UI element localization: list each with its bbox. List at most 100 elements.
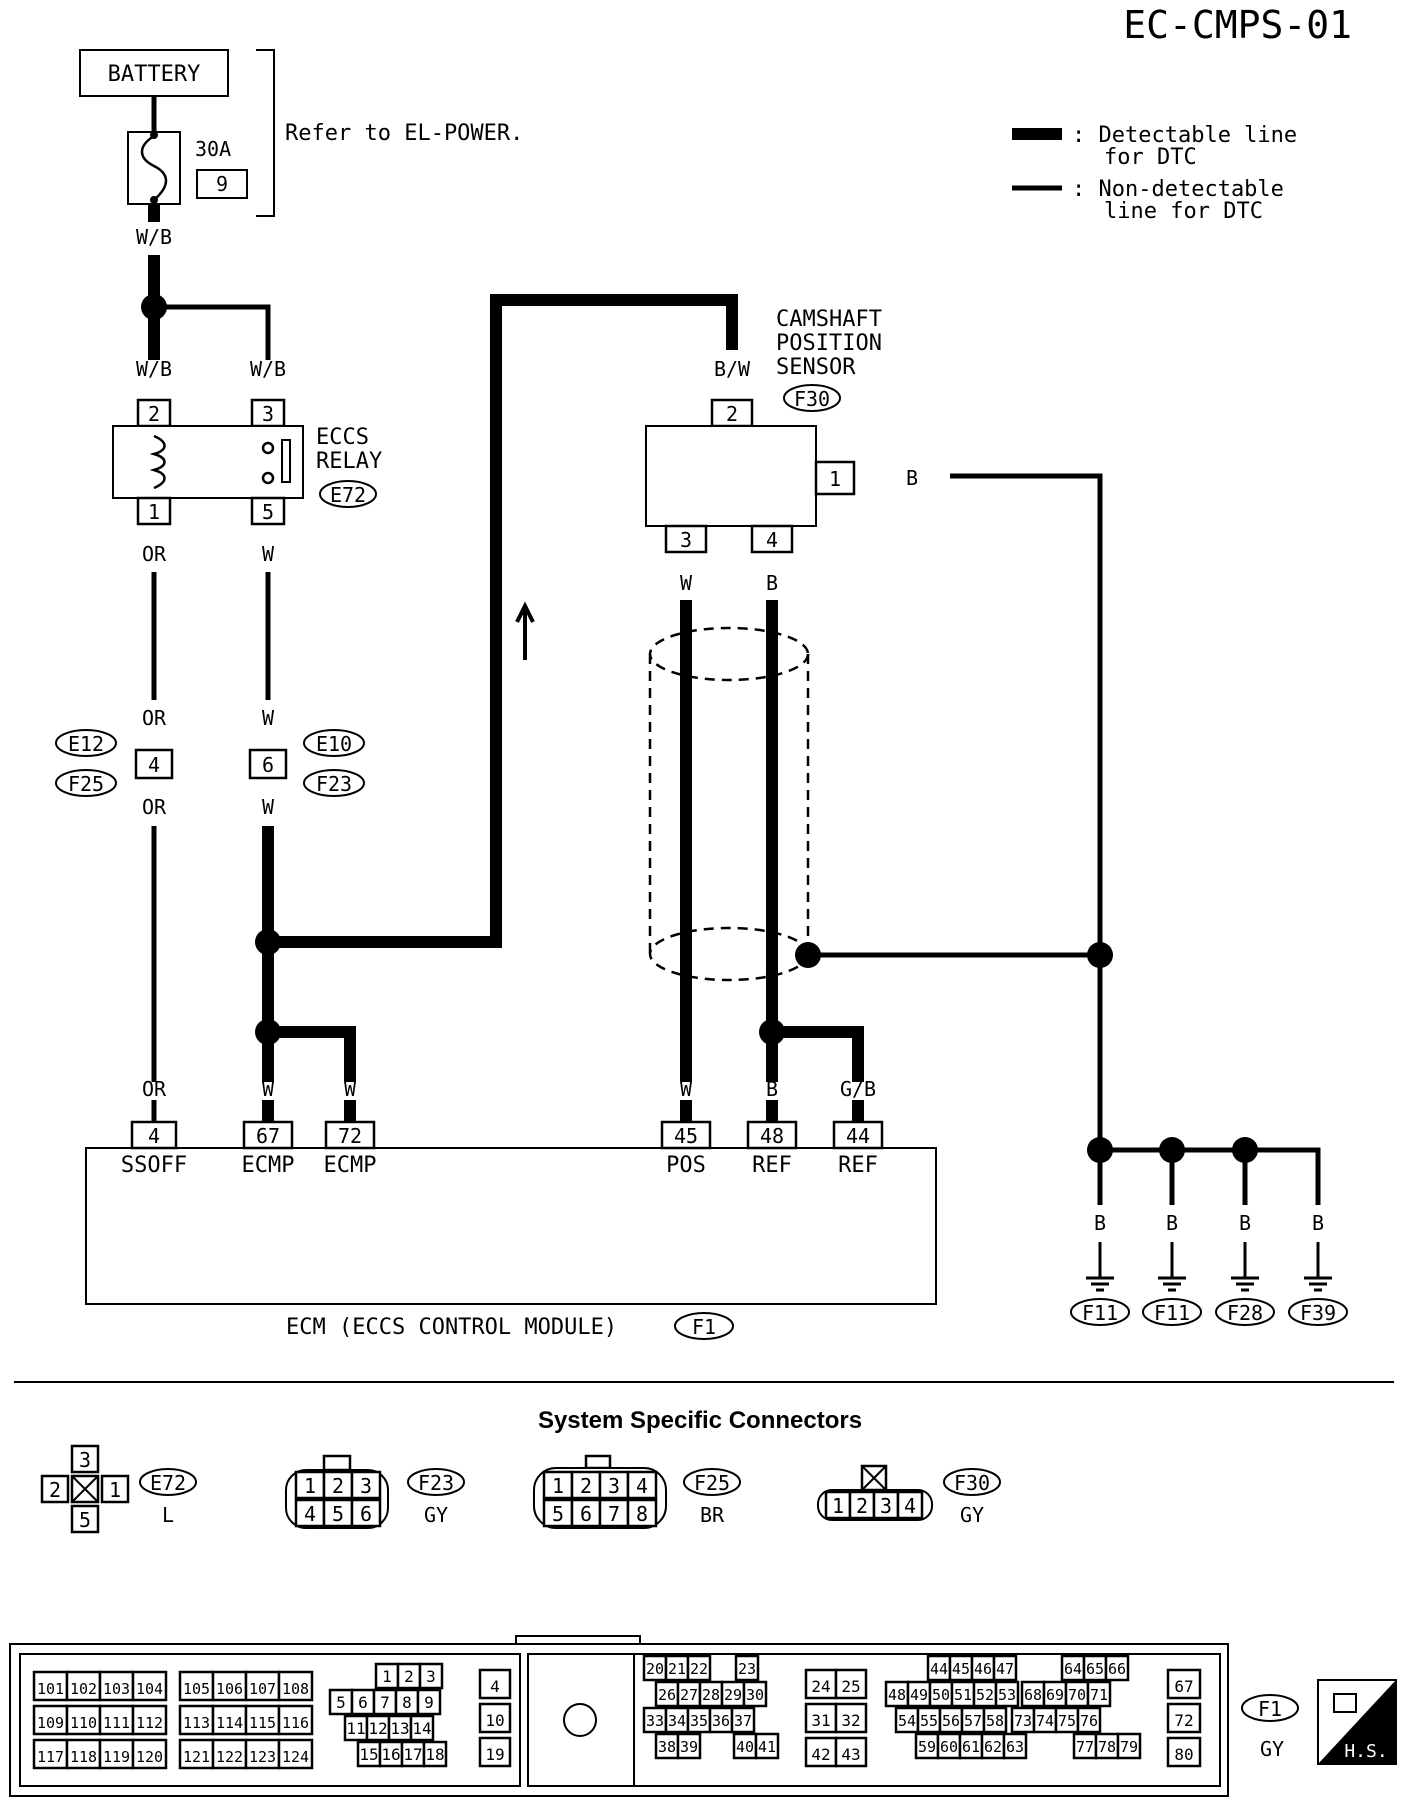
- ecm-connector-pin-box: [416, 1688, 442, 1716]
- legend-detectable: : Detectable line: [1072, 123, 1297, 148]
- ecm-connector-pin-box: [418, 1662, 444, 1690]
- wire-color-w: W: [344, 1077, 357, 1101]
- ecm-connector-pin: 41: [758, 1738, 776, 1756]
- connector-f25: 1 2 3 4 5 6 7 8 F25 BR: [533, 1454, 741, 1529]
- splice: [255, 929, 281, 955]
- ecm-connector-pin: 77: [1076, 1738, 1094, 1756]
- ecm-connector-pin-box: [131, 1738, 168, 1770]
- ecm-connector-pin: 80: [1174, 1745, 1193, 1764]
- ecm-connector-pin: 61: [962, 1738, 980, 1756]
- inline-pin: 4: [148, 753, 160, 777]
- ecm-connector-pin: 120: [136, 1748, 163, 1766]
- ecm-connector-pin: 32: [841, 1711, 860, 1730]
- ecm-connector-pin-box: [211, 1670, 248, 1702]
- ecm-connector-pin: 67: [1174, 1677, 1193, 1696]
- ecm-connector-pin: 46: [974, 1660, 992, 1678]
- e72-pin: 2: [49, 1478, 61, 1502]
- ecm-connector-pin-box: [686, 1654, 712, 1682]
- ecm-connector-pin: 56: [942, 1712, 960, 1730]
- ecm-connector-pin-box: [131, 1670, 168, 1702]
- ecm-connector-pin-box: [804, 1702, 838, 1734]
- ecm-connector-pin: 110: [70, 1714, 97, 1732]
- f25-pin: 8: [636, 1502, 648, 1526]
- ecm-connector-pin: 66: [1108, 1660, 1126, 1678]
- ecm-connector-pin: 60: [940, 1738, 958, 1756]
- wire-color-wb: W/B: [136, 357, 172, 381]
- ecm-connector-pin: 19: [485, 1745, 504, 1764]
- ecm-connector-pin: 36: [712, 1712, 730, 1730]
- ground-code: F11: [1082, 1301, 1118, 1325]
- ecm-connector-pin: 25: [841, 1677, 860, 1696]
- legend-non-detectable-2: line for DTC: [1104, 199, 1263, 224]
- connectors-title: System Specific Connectors: [538, 1407, 862, 1434]
- wire-color-w: W: [680, 1077, 693, 1101]
- connector-code: E72: [150, 1471, 186, 1495]
- ecm-connector-pin: 15: [359, 1745, 378, 1764]
- ecm-connector-pin: 11: [346, 1719, 365, 1738]
- sensor-name: CAMSHAFT: [776, 307, 882, 332]
- ecm-connector-pin: 64: [1064, 1660, 1082, 1678]
- ecm-connector-pin: 65: [1086, 1660, 1104, 1678]
- f25-pin: 2: [580, 1474, 592, 1498]
- ecm-connector-pin: 14: [412, 1719, 431, 1738]
- ecm-connector-pin: 9: [424, 1693, 434, 1712]
- ground-code: F11: [1154, 1301, 1190, 1325]
- wire-color-b: B: [906, 466, 918, 490]
- ecm-connector-pin: 4: [490, 1677, 500, 1696]
- ecm-connector-pin: 111: [103, 1714, 130, 1732]
- line-legend: : Detectable line for DTC : Non-detectab…: [1012, 123, 1297, 224]
- ecm-connector-pin: 13: [390, 1719, 409, 1738]
- f30-pin: 2: [856, 1494, 868, 1518]
- f23-pin: 3: [360, 1474, 372, 1498]
- eccs-relay: 2 3 1 5 ECCS RELAY E72: [112, 398, 382, 526]
- ecm-connector-pin: 58: [986, 1712, 1004, 1730]
- ecm-pin: 45: [674, 1124, 698, 1148]
- ecm-terminal-name: ECMP: [324, 1153, 377, 1178]
- ecm-connector-pin-box: [742, 1680, 768, 1708]
- ecm-connector-pin: 5: [336, 1693, 346, 1712]
- ecm-body: [85, 1147, 937, 1305]
- ecm-connector-pin: 6: [358, 1693, 368, 1712]
- ecm-connector-pin: 101: [37, 1680, 64, 1698]
- ecm-connector-pin: 8: [402, 1693, 412, 1712]
- ecm-connector-pin-box: [65, 1704, 102, 1736]
- ecm-connector-pin: 45: [952, 1660, 970, 1678]
- splice: [1087, 942, 1113, 968]
- ecm-pin: 4: [148, 1124, 160, 1148]
- connector-color: GY: [424, 1503, 448, 1527]
- ecm-connector-pin: 49: [910, 1686, 928, 1704]
- ecm-terminal-name: ECMP: [242, 1153, 295, 1178]
- ecm-terminal-name: REF: [752, 1153, 792, 1178]
- ecm-connector-pin: 107: [249, 1680, 276, 1698]
- ecm-connector-color: GY: [1260, 1737, 1284, 1761]
- wire-color-w: W: [262, 542, 275, 566]
- ecm-connector-pin-box: [834, 1668, 868, 1700]
- wire-b-ground: [950, 473, 1103, 1150]
- ecm-connector-pin-box: [982, 1706, 1008, 1734]
- ground-code: F28: [1227, 1301, 1263, 1325]
- ecm-connector-pin-box: [1104, 1654, 1130, 1682]
- ecm-connector-pin-box: [994, 1680, 1020, 1708]
- ecm-connector-pin: 79: [1120, 1738, 1138, 1756]
- f30-pin: 3: [880, 1494, 892, 1518]
- ecm-connector-pin: 33: [646, 1712, 664, 1730]
- ecm-connector-pin: 1: [382, 1667, 392, 1686]
- wire-color-b: B: [1094, 1211, 1106, 1235]
- inline-pin: 6: [262, 753, 274, 777]
- page-code: EC-CMPS-01: [1123, 3, 1352, 47]
- connector-code: E10: [316, 732, 352, 756]
- connector-code: F25: [694, 1471, 730, 1495]
- f23-pin: 1: [304, 1474, 316, 1498]
- ecm-connector-pin-box: [211, 1738, 248, 1770]
- connector-color: BR: [700, 1503, 725, 1527]
- wire-color-or: OR: [142, 706, 167, 730]
- ecm-connector-pin-box: [478, 1668, 512, 1700]
- ecm-connector-pin-box: [1116, 1732, 1142, 1760]
- ecm-connector-pin-box: [1166, 1702, 1202, 1734]
- ecm-connector-pin: 71: [1090, 1686, 1108, 1704]
- ecm-connector-pin: 27: [680, 1686, 698, 1704]
- ecm-connector-pin-box: [992, 1654, 1018, 1682]
- ecm-connector-pin-box: [98, 1670, 135, 1702]
- fuse-number-box: [196, 169, 248, 199]
- sensor-name-3: SENSOR: [776, 355, 856, 380]
